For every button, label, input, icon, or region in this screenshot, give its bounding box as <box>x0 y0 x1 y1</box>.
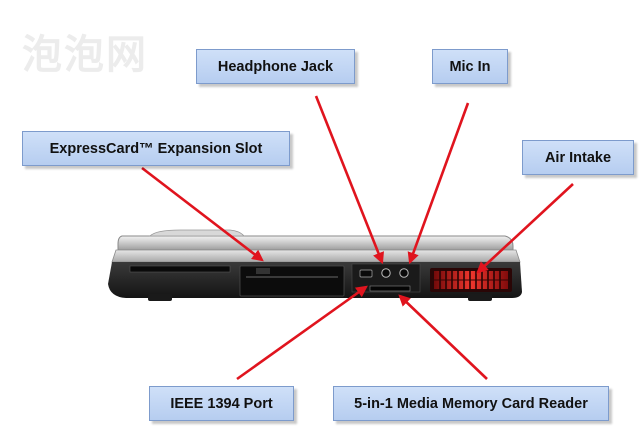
arrow-air-intake <box>476 183 574 274</box>
laptop-foot-right <box>468 294 492 301</box>
arrow-mic-in <box>407 102 470 265</box>
laptop-lid <box>117 235 514 251</box>
mic-jack <box>399 268 409 278</box>
label-air-intake: Air Intake <box>522 140 634 175</box>
label-card-reader: 5-in-1 Media Memory Card Reader <box>333 386 609 421</box>
expresscard-slot <box>239 265 345 297</box>
headphone-jack <box>381 268 391 278</box>
optical-drive-slot <box>129 265 231 273</box>
laptop-foot-left <box>148 294 172 301</box>
label-headphone-jack: Headphone Jack <box>196 49 355 84</box>
pointer-arrows <box>141 95 574 381</box>
expresscard-latch <box>256 268 270 274</box>
label-expresscard-slot: ExpressCard™ Expansion Slot <box>22 131 290 166</box>
ieee1394-port <box>359 269 373 278</box>
hinge-bump <box>149 229 245 237</box>
media-card-reader <box>369 285 411 292</box>
label-ieee1394-port: IEEE 1394 Port <box>149 386 294 421</box>
arrow-card-reader <box>398 294 488 380</box>
laptop-band <box>111 249 521 263</box>
label-mic-in: Mic In <box>432 49 508 84</box>
watermark-logo: 泡泡网 <box>22 32 148 78</box>
arrow-headphone-jack <box>314 95 384 265</box>
arrow-ieee1394 <box>236 285 368 381</box>
arrow-expresscard <box>141 166 264 262</box>
